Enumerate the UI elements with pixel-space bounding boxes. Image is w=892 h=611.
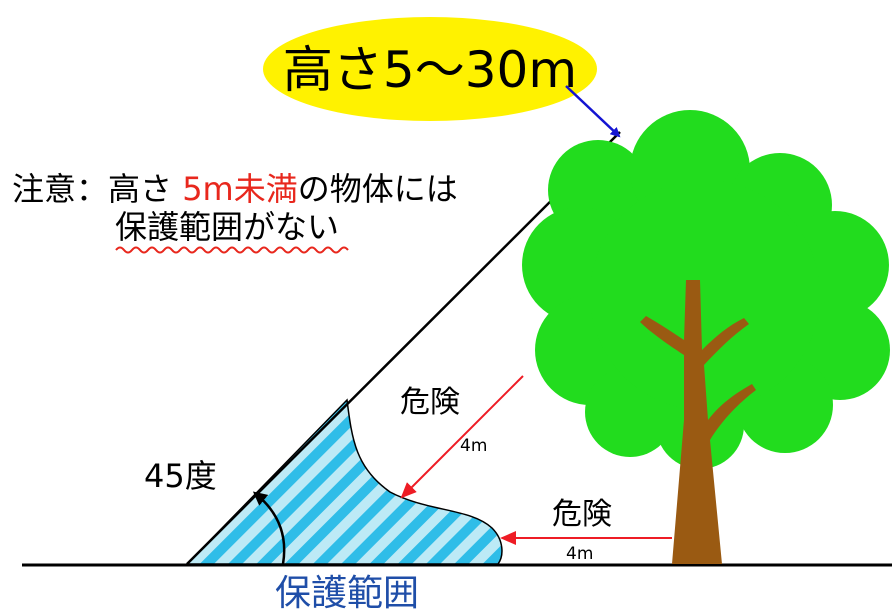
height-label-ellipse [263,17,597,121]
danger-diagonal-arrow [400,375,524,499]
caution-line-2: 保護範囲がない [115,208,339,246]
tree-trunk [640,280,756,564]
caution-wave-underline [115,246,349,254]
tree-foliage [522,110,890,469]
protection-label: 保護範囲 [275,573,419,611]
caution-highlight: 5m未満 [182,170,298,208]
caution-line-1: 注意：高さ 5m未満の物体には [12,170,458,208]
angle-arc [252,491,286,565]
caution-suffix: の物体には [298,170,458,208]
angle-label: 45度 [144,457,217,495]
danger-diagonal-distance: 4m [460,436,487,456]
danger-horizontal-distance: 4m [566,544,593,564]
caution-prefix: 注意：高さ [12,170,182,208]
danger-diagonal-label: 危険 [400,385,460,420]
height-arrow [565,85,621,138]
protection-zone [185,398,503,565]
danger-horizontal-label: 危険 [552,497,612,532]
height-label-text: 高さ5〜30m [283,41,577,99]
